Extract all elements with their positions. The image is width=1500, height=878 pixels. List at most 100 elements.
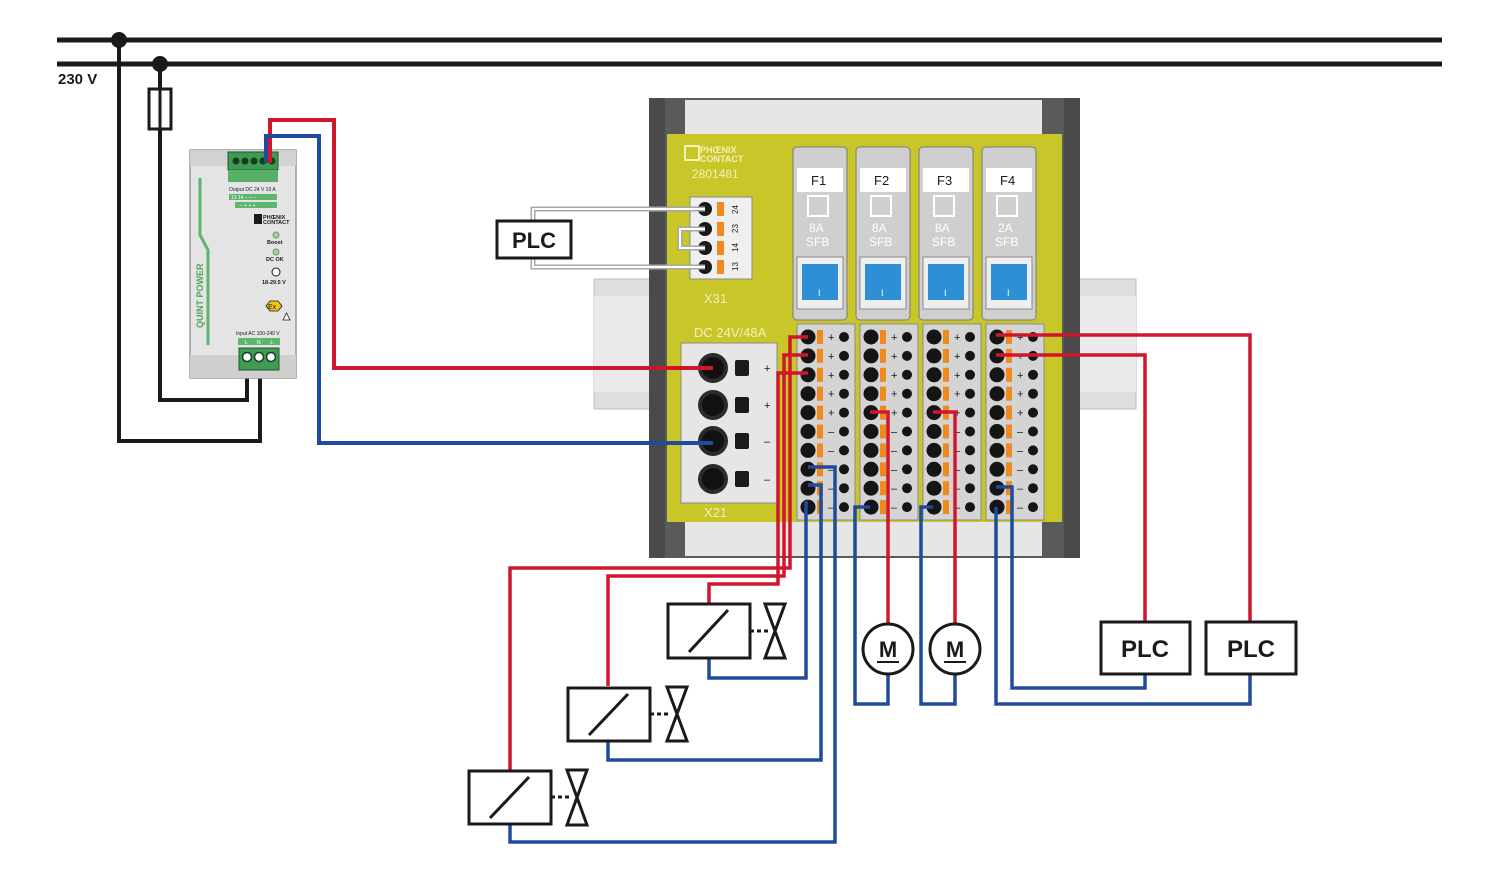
terminal-point[interactable]: –	[863, 480, 913, 496]
terminal-point[interactable]: –	[926, 442, 976, 458]
terminal-sign: –	[891, 502, 898, 514]
motor-2: M	[928, 622, 982, 676]
mains-feed-wires	[117, 40, 262, 443]
valve-1-icon	[762, 602, 788, 660]
terminal-sign: –	[891, 427, 898, 439]
dcok-led	[272, 248, 280, 256]
x21-sign-2: +	[764, 400, 770, 412]
terminal-sign: +	[954, 370, 960, 382]
terminal-sign: –	[1017, 502, 1024, 514]
terminal-sign: +	[828, 408, 834, 420]
breaker-f4[interactable]: F4 2A SFB I	[981, 146, 1037, 321]
terminal-point[interactable]: +	[863, 348, 913, 364]
terminal-sign: –	[891, 464, 898, 476]
terminal-point[interactable]: +	[926, 329, 976, 345]
terminal-sign: –	[891, 483, 898, 495]
motor-2-label: M	[946, 637, 964, 662]
voltage-adjust-potentiometer[interactable]	[271, 267, 281, 277]
mains-bus: 230 V	[57, 32, 1442, 88]
breaker-f3[interactable]: F3 8A SFB I	[918, 146, 974, 321]
terminal-point[interactable]: –	[863, 461, 913, 477]
x21-sign-3: –	[764, 436, 771, 448]
terminal-sign: +	[1017, 351, 1023, 363]
terminal-point[interactable]: –	[989, 442, 1039, 458]
valve-3-icon	[564, 768, 590, 827]
terminal-point[interactable]: +	[863, 367, 913, 383]
terminal-sign: +	[954, 332, 960, 344]
terminal-sign: –	[954, 483, 961, 495]
terminal-point[interactable]: –	[863, 499, 913, 515]
terminal-point[interactable]: –	[989, 424, 1039, 439]
terminal-sign: –	[828, 483, 835, 495]
terminal-point[interactable]: +	[863, 329, 913, 345]
x31-pin-23: 23	[731, 224, 740, 233]
breaker-f1[interactable]: F1 8A SFB I	[792, 146, 848, 321]
terminal-point[interactable]: +	[989, 405, 1039, 421]
breaker-f3-name: F3	[937, 173, 952, 188]
terminal-point[interactable]: –	[989, 461, 1039, 477]
breaker-f2[interactable]: F2 8A SFB I	[855, 146, 911, 321]
terminal-point[interactable]: –	[926, 480, 976, 496]
breaker-f1-name: F1	[811, 173, 826, 188]
psu-logo-line1: PHŒNIX	[263, 215, 286, 221]
plc-output-2: PLC	[1204, 620, 1298, 676]
terminal-point[interactable]: –	[926, 499, 976, 515]
psu-boost-label: Boost	[267, 240, 283, 246]
breaker-f3-switch[interactable]	[928, 264, 964, 300]
breaker-f4-logo-icon	[996, 195, 1018, 217]
terminal-sign: –	[828, 464, 835, 476]
psu-output-pins-2: – + + +	[240, 203, 256, 209]
psu-output-pins: 13 14 – – –	[231, 195, 256, 201]
terminal-sign: +	[1017, 332, 1023, 344]
solenoid-valve-3	[467, 768, 590, 827]
x31-wiring	[530, 206, 705, 270]
terminal-point[interactable]: +	[800, 405, 850, 421]
terminal-point[interactable]: –	[926, 461, 976, 477]
plc-x31: PLC	[495, 219, 573, 260]
terminal-point[interactable]: +	[800, 348, 850, 364]
terminal-sign: +	[828, 389, 834, 401]
breaker-f2-switch-mark: I	[881, 288, 884, 298]
valve-2-icon	[664, 685, 690, 743]
motor-1: M	[861, 622, 915, 676]
terminal-sign: +	[828, 351, 834, 363]
breaker-f2-name: F2	[874, 173, 889, 188]
breaker-f4-type: SFB	[995, 235, 1018, 249]
breaker-f2-switch[interactable]	[865, 264, 901, 300]
breaker-f1-switch[interactable]	[802, 264, 838, 300]
boost-led	[272, 231, 280, 239]
motor-1-label: M	[879, 637, 897, 662]
terminal-sign: –	[828, 502, 835, 514]
breaker-f3-switch-mark: I	[944, 288, 947, 298]
terminal-point[interactable]: +	[989, 386, 1039, 402]
psu-logo-line2: CONTACT	[263, 220, 290, 226]
terminal-point[interactable]: +	[926, 386, 976, 402]
psu-input-pin-l: L	[245, 340, 248, 346]
psu-output-label: Output DC 24 V 10 A	[229, 187, 276, 193]
psu-dcok-label: DC OK	[266, 257, 284, 263]
terminal-sign: –	[954, 502, 961, 514]
terminal-point[interactable]: +	[926, 348, 976, 364]
terminal-point[interactable]: +	[800, 367, 850, 383]
psu-logo-icon	[254, 214, 262, 224]
terminal-sign: –	[828, 445, 835, 457]
terminal-sign: +	[891, 351, 897, 363]
motor-2-icon	[928, 622, 982, 676]
breaker-f1-rating: 8A	[809, 221, 824, 235]
psu-voltage-range: 18-29.5 V	[262, 280, 286, 286]
power-supply: Output DC 24 V 10 A 13 14 – – – – + + + …	[189, 149, 297, 379]
terminal-point[interactable]: –	[863, 424, 913, 439]
mains-voltage-label: 230 V	[58, 71, 97, 88]
terminal-point[interactable]: +	[800, 386, 850, 402]
terminal-point[interactable]: –	[926, 424, 976, 439]
terminal-point[interactable]: +	[926, 367, 976, 383]
breaker-f2-rating: 8A	[872, 221, 887, 235]
breaker-f4-switch[interactable]	[991, 264, 1027, 300]
terminal-point[interactable]: –	[800, 424, 850, 439]
terminal-point[interactable]: +	[863, 386, 913, 402]
terminal-point[interactable]: –	[863, 442, 913, 458]
terminal-point[interactable]: +	[989, 367, 1039, 383]
supply-wires	[264, 118, 713, 445]
terminal-point[interactable]: –	[800, 442, 850, 458]
plc-output-1-label: PLC	[1121, 636, 1169, 663]
